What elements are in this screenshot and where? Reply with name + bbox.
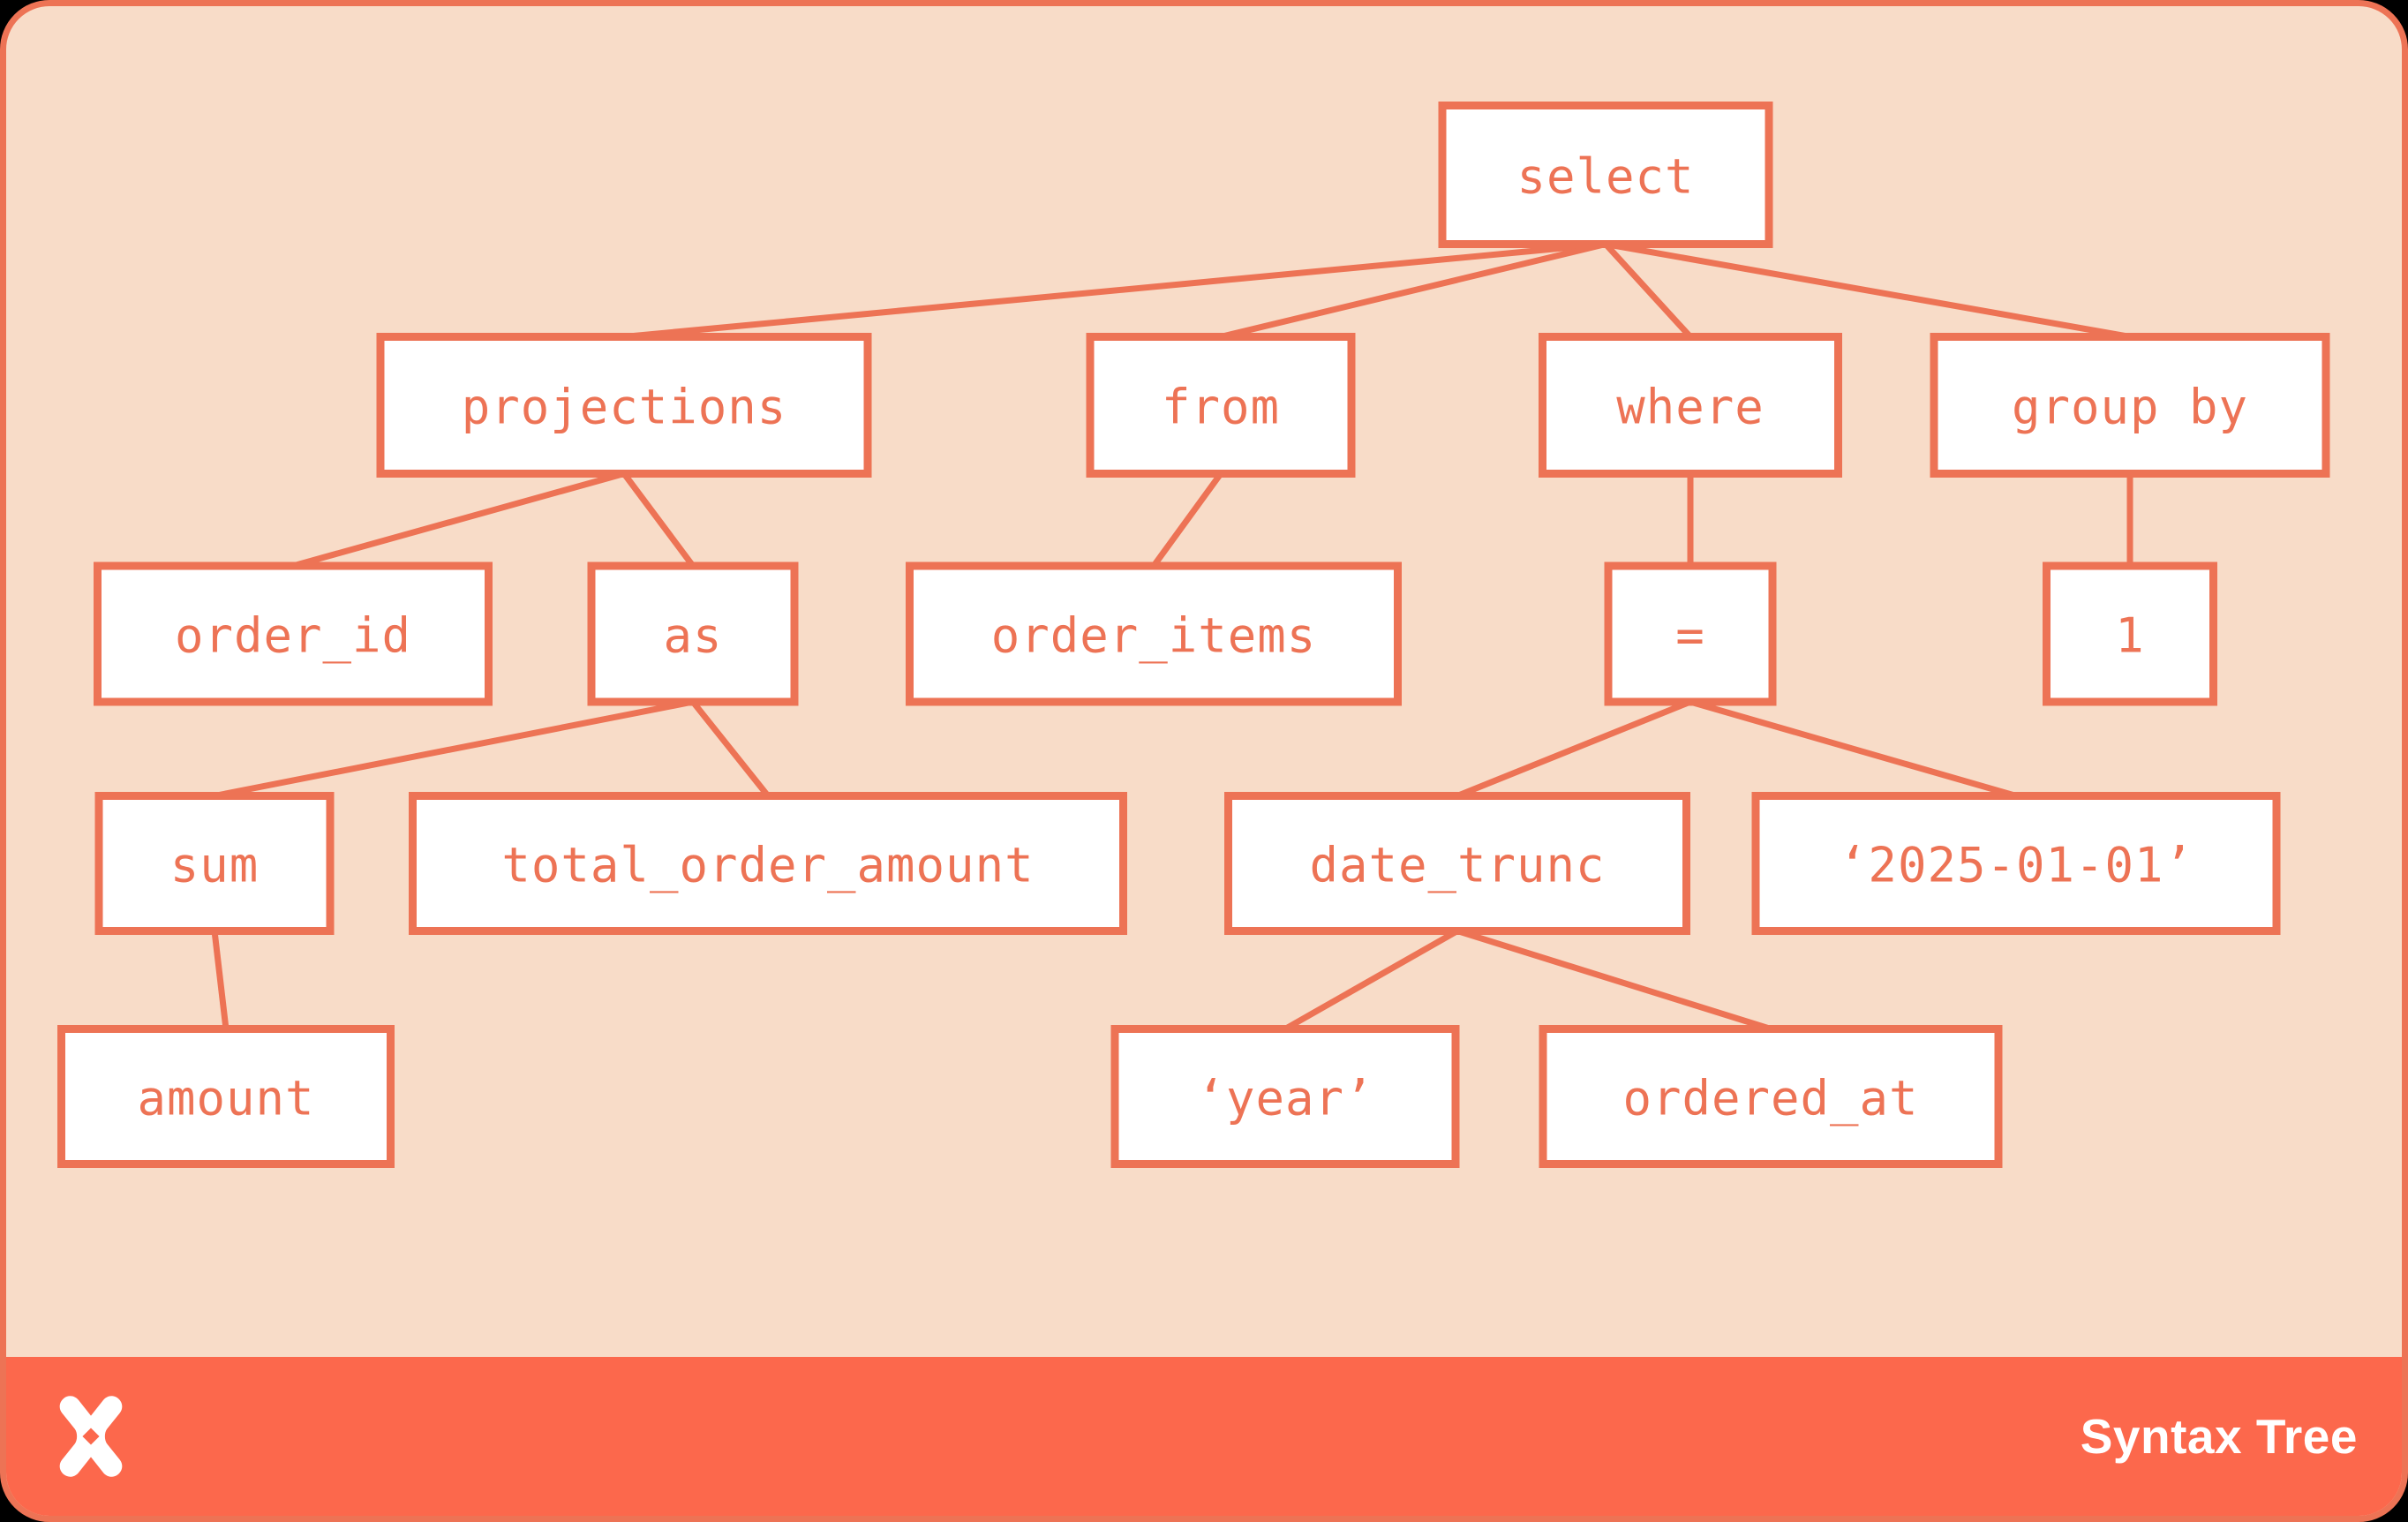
node-box	[1086, 333, 1356, 478]
edges-layer	[211, 241, 2133, 1032]
tree-edge	[1603, 242, 1693, 339]
node-label: group by	[2012, 380, 2248, 435]
tree-edge	[690, 699, 771, 798]
tree-canvas: select projections from where group by order_…	[6, 6, 2402, 1357]
tree-edge	[1456, 698, 1692, 799]
tree-node-ordered_at[interactable]: ordered_at	[1539, 1025, 2003, 1168]
node-box	[94, 561, 493, 706]
node-box	[376, 333, 872, 478]
footer-bar: Syntax Tree	[6, 1357, 2402, 1516]
node-label: ordered_at	[1622, 1071, 1918, 1126]
node-label: date_trunc	[1309, 838, 1605, 893]
node-box	[94, 792, 335, 935]
node-label: amount	[137, 1071, 314, 1126]
node-box	[587, 561, 799, 706]
node-label: select	[1516, 149, 1694, 205]
node-label: projections	[462, 380, 787, 435]
tree-node-where[interactable]: where	[1539, 333, 1842, 478]
tree-edge	[1151, 471, 1223, 569]
node-label: total_order_amount	[501, 838, 1034, 893]
tree-edge	[1456, 928, 1772, 1032]
tree-node-amount[interactable]: amount	[57, 1025, 395, 1168]
tree-edge	[621, 471, 696, 569]
tree-edge	[623, 241, 1607, 340]
node-label: from	[1162, 380, 1280, 435]
nodes-layer: select projections from where group by order_…	[57, 102, 2330, 1168]
tree-node-group_by[interactable]: group by	[1930, 333, 2330, 478]
node-box	[906, 561, 1402, 706]
tree-node-date_trunc[interactable]: date_trunc	[1224, 792, 1690, 935]
node-label: order_id	[175, 608, 411, 664]
node-label: as	[663, 608, 722, 664]
tree-node-one[interactable]: 1	[2043, 561, 2217, 706]
tree-node-sum[interactable]: sum	[94, 792, 335, 935]
node-box	[1539, 333, 1842, 478]
tree-edge	[1605, 241, 2131, 340]
node-label: sum	[170, 838, 260, 893]
tree-node-order_items[interactable]: order_items	[906, 561, 1402, 706]
node-box	[1110, 1025, 1460, 1168]
node-label: ‘year’	[1196, 1071, 1373, 1126]
tree-edge	[1689, 698, 2017, 799]
tree-node-date_literal[interactable]: ‘2025-01-01’	[1751, 792, 2281, 935]
node-box	[1224, 792, 1690, 935]
tree-edge	[292, 471, 625, 569]
tree-node-as[interactable]: as	[587, 561, 799, 706]
syntax-tree-graph: select projections from where group by order_…	[57, 102, 2330, 1168]
tree-node-select[interactable]: select	[1438, 102, 1773, 248]
tree-node-from[interactable]: from	[1086, 333, 1356, 478]
node-label: ‘2025-01-01’	[1839, 838, 2194, 893]
node-label: 1	[2115, 608, 2145, 664]
node-box	[409, 792, 1127, 935]
x-star-logo-icon	[59, 1396, 123, 1477]
footer-title: Syntax Tree	[2080, 1409, 2358, 1464]
tree-node-eq[interactable]: =	[1604, 561, 1777, 706]
tree-edge	[211, 931, 230, 1029]
node-box	[1751, 792, 2281, 935]
tree-node-total_order_amount[interactable]: total_order_amount	[409, 792, 1127, 935]
node-box	[1539, 1025, 2003, 1168]
node-box	[1438, 102, 1773, 248]
tree-node-year_literal[interactable]: ‘year’	[1110, 1025, 1460, 1168]
tree-edge	[1220, 241, 1607, 340]
node-label: =	[1675, 608, 1705, 664]
tree-node-projections[interactable]: projections	[376, 333, 872, 478]
tree-edge	[214, 698, 694, 799]
tree-node-order_id[interactable]: order_id	[94, 561, 493, 706]
tree-edge	[1283, 928, 1459, 1032]
node-label: order_items	[991, 608, 1317, 664]
node-box	[2043, 561, 2217, 706]
node-label: where	[1616, 380, 1765, 435]
node-box	[57, 1025, 395, 1168]
node-box	[1604, 561, 1777, 706]
node-box	[1930, 333, 2330, 478]
